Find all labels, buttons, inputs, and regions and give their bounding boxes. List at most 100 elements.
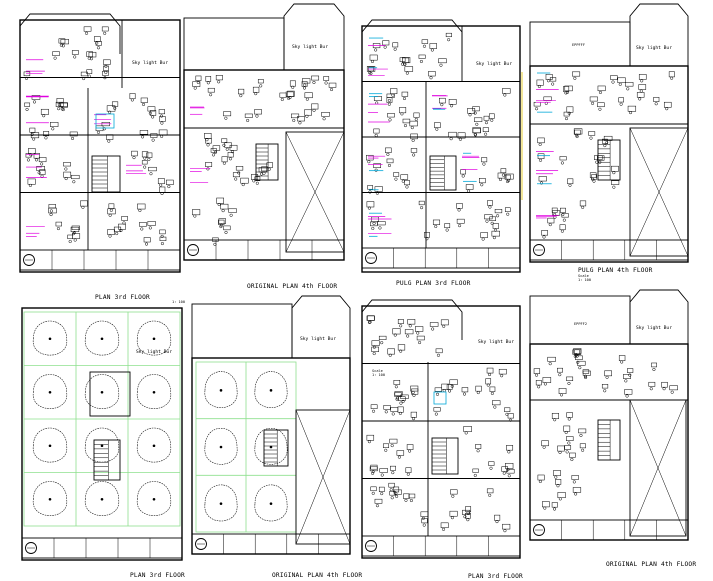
desk: [223, 111, 232, 117]
light-point: [219, 502, 223, 505]
desk: [668, 71, 675, 78]
chair: [612, 185, 616, 189]
desk: [475, 385, 482, 392]
desk: [456, 218, 465, 224]
chair: [401, 179, 405, 183]
desk: [374, 186, 383, 192]
footer-frame: [21, 537, 183, 559]
desk: [409, 120, 418, 127]
desk: [542, 501, 550, 508]
desk: [479, 178, 486, 184]
desk: [438, 58, 447, 64]
panel-lighting-3rd-floor: [21, 307, 183, 561]
desk: [402, 57, 411, 64]
desk: [448, 99, 457, 105]
stair-outline: [429, 155, 457, 191]
roof-note-4th: EPPFFF: [572, 43, 585, 47]
desk: [416, 335, 425, 341]
staircase: [91, 155, 121, 193]
chair: [399, 324, 403, 328]
desk: [564, 85, 573, 92]
chair: [488, 205, 492, 209]
desk: [651, 362, 657, 368]
desk: [418, 200, 425, 206]
chair: [581, 448, 585, 452]
desk: [601, 384, 609, 389]
desk: [38, 157, 47, 163]
chair: [378, 226, 382, 230]
desk: [221, 156, 228, 163]
desk: [369, 54, 378, 61]
chair: [64, 176, 68, 181]
desk: [106, 134, 114, 140]
panel-original-plan-4th-floor-c: [529, 289, 689, 541]
chair: [439, 63, 443, 67]
desk: [404, 329, 414, 335]
chair: [441, 527, 446, 531]
chair: [393, 333, 397, 337]
desk: [252, 86, 260, 93]
desk: [537, 137, 545, 144]
desk: [204, 133, 212, 139]
desk: [400, 174, 409, 180]
desk: [159, 186, 166, 193]
desk: [551, 412, 559, 419]
stair-outline: [91, 155, 121, 193]
chair: [564, 430, 568, 434]
chair: [196, 80, 200, 85]
plan-footer: [529, 239, 689, 261]
desk: [486, 488, 494, 494]
chair: [404, 498, 408, 502]
desk: [559, 224, 566, 231]
desk: [101, 26, 109, 32]
chair: [467, 189, 471, 193]
desk: [366, 434, 375, 441]
chair: [598, 90, 602, 95]
stair-outline: [93, 439, 121, 481]
desk: [485, 378, 492, 385]
desk: [421, 518, 428, 524]
desk: [107, 229, 115, 235]
desk: [397, 319, 404, 324]
caption-pulg-plan-4th-floor-scale-word: Scale: [578, 274, 589, 278]
chair: [490, 391, 494, 395]
desk: [232, 172, 241, 178]
chair: [288, 96, 292, 100]
desk: [555, 479, 562, 485]
chair: [542, 445, 546, 449]
lighting-circuit: [33, 481, 67, 516]
staircase: [255, 143, 279, 181]
chair: [108, 234, 112, 238]
desk: [424, 232, 430, 238]
chair: [409, 498, 413, 503]
footer-frame: [361, 535, 521, 557]
desk: [50, 122, 59, 127]
chair: [500, 374, 504, 378]
skylight-label-3: Sky light Bur: [476, 61, 512, 67]
chair: [205, 138, 209, 142]
chair: [72, 180, 76, 184]
chair: [143, 165, 147, 169]
desk: [382, 443, 390, 448]
chair: [583, 374, 587, 378]
chair: [374, 168, 378, 172]
chair: [487, 373, 492, 377]
core-block: [89, 371, 131, 417]
chair: [324, 81, 328, 85]
chair: [151, 115, 155, 119]
desk: [449, 379, 458, 385]
chair: [486, 383, 490, 387]
desk: [553, 470, 562, 476]
desk: [93, 36, 101, 42]
chair: [60, 107, 64, 111]
chair: [374, 133, 378, 137]
desk: [118, 223, 126, 230]
staircase: [431, 437, 459, 475]
desk: [367, 185, 374, 190]
chair: [652, 367, 656, 372]
desk: [627, 105, 637, 112]
desk: [394, 392, 402, 397]
desk: [589, 96, 598, 102]
light-point: [269, 445, 273, 449]
desk: [413, 112, 420, 118]
